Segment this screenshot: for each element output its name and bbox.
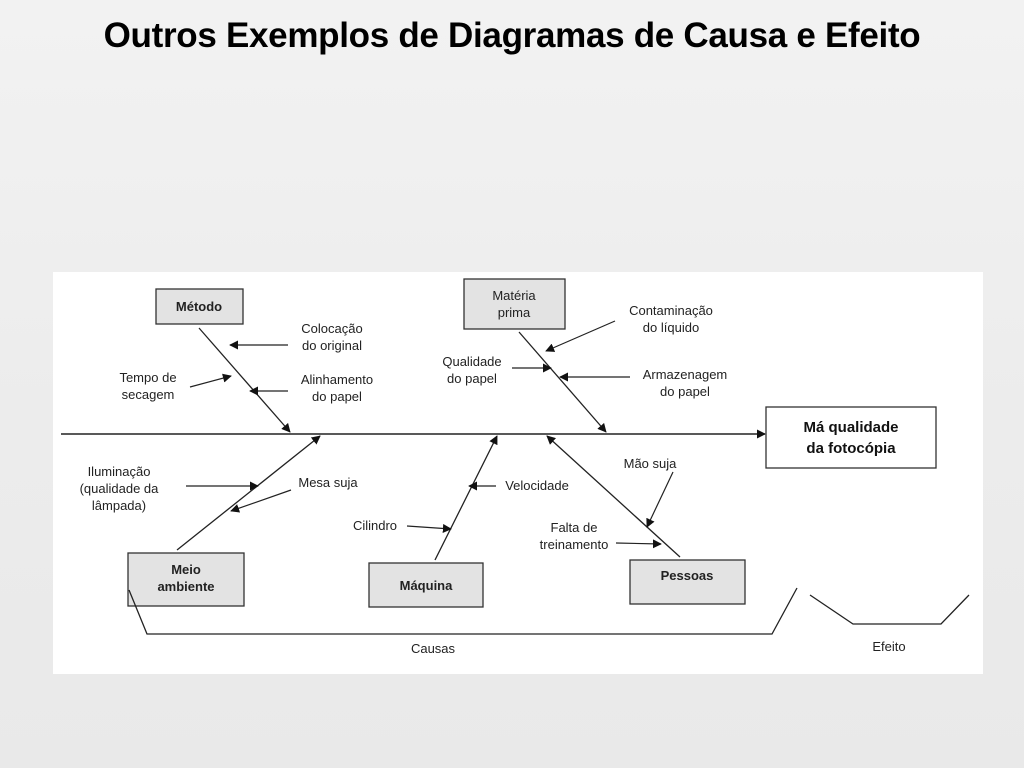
arrow-falta-treinamento [615, 539, 662, 549]
cause-mesa-suja: Mesa suja [298, 475, 358, 490]
category-box-metodo [155, 288, 244, 325]
effect-label-line2: da fotocópia [806, 440, 896, 457]
category-label-materia-prima-line1: Matéria [492, 288, 536, 303]
bone-metodo [198, 327, 291, 433]
arrow-tempo-secagem [189, 373, 232, 388]
category-box-meio-ambiente [127, 552, 245, 607]
cause-contaminacao-line1: Contaminação [629, 303, 713, 318]
cause-mao-suja: Mão suja [624, 456, 678, 471]
bone-pessoas [546, 435, 681, 558]
causas-bracket [128, 587, 798, 635]
cause-alinhamento-line2: do papel [312, 389, 362, 404]
cause-falta-treinamento-line1: Falta de [551, 520, 598, 535]
cause-falta-treinamento-line2: treinamento [540, 537, 609, 552]
category-box-pessoas [629, 559, 746, 605]
cause-qualidade-papel-line1: Qualidade [442, 354, 501, 369]
category-label-meio-ambiente-line1: Meio [171, 562, 201, 577]
category-label-maquina: Máquina [400, 578, 453, 593]
cause-iluminacao-line1: Iluminação [88, 464, 151, 479]
category-label-metodo: Método [176, 299, 222, 314]
cause-tempo-secagem-line2: secagem [122, 387, 175, 402]
cause-tempo-secagem-line1: Tempo de [119, 370, 176, 385]
cause-velocidade: Velocidade [505, 478, 569, 493]
arrow-contaminacao [545, 320, 616, 352]
arrow-cilindro [406, 523, 452, 533]
causas-label: Causas [411, 641, 456, 656]
arrow-mao-suja [646, 471, 674, 528]
cause-colocacao-line2: do original [302, 338, 362, 353]
effect-label-line1: Má qualidade [803, 419, 898, 436]
category-label-meio-ambiente-line2: ambiente [157, 579, 214, 594]
cause-cilindro: Cilindro [353, 518, 397, 533]
cause-iluminacao-line2: (qualidade da [80, 481, 160, 496]
bone-meio-ambiente [176, 435, 321, 551]
cause-colocacao-line1: Colocação [301, 321, 362, 336]
cause-iluminacao-line3: lâmpada) [92, 498, 146, 513]
cause-armazenagem-line2: do papel [660, 384, 710, 399]
category-box-materia-prima [463, 278, 566, 330]
fishbone-diagram: Má qualidade da fotocópia Método Matéria… [61, 278, 970, 656]
effect-box [765, 406, 937, 469]
category-label-materia-prima-line2: prima [498, 305, 531, 320]
category-box-maquina [368, 562, 484, 608]
cause-contaminacao-line2: do líquido [643, 320, 699, 335]
cause-qualidade-papel-line2: do papel [447, 371, 497, 386]
diagram-panel: Má qualidade da fotocópia Método Matéria… [53, 272, 983, 674]
efeito-label: Efeito [872, 639, 905, 654]
bone-materia-prima [518, 331, 607, 433]
efeito-bracket [809, 594, 970, 625]
arrow-mesa-suja [230, 489, 292, 513]
bone-maquina [434, 435, 498, 561]
cause-alinhamento-line1: Alinhamento [301, 372, 373, 387]
category-label-pessoas: Pessoas [661, 568, 714, 583]
cause-armazenagem-line1: Armazenagem [643, 367, 728, 382]
slide-title: Outros Exemplos de Diagramas de Causa e … [103, 16, 921, 55]
